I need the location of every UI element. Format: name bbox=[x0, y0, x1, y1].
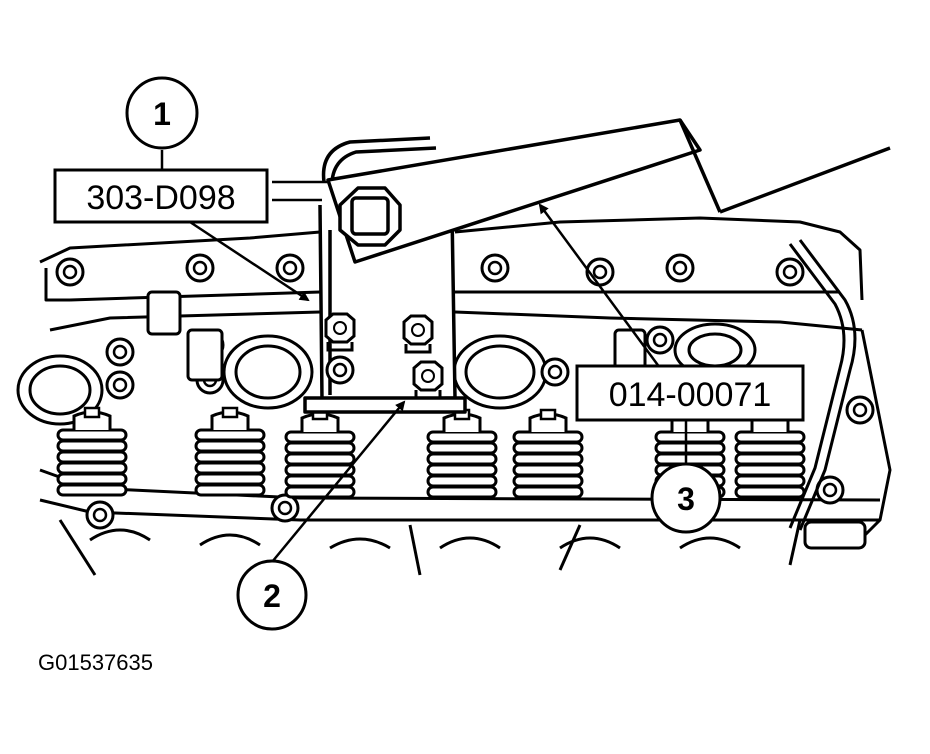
tool-label-303-D098: 303-D098 bbox=[53, 168, 269, 224]
tool-label-303-D098-text: 303-D098 bbox=[86, 179, 235, 217]
tool-label-014-00071-text: 014-00071 bbox=[609, 376, 772, 414]
tool-014-00071-bar bbox=[326, 118, 891, 264]
callout-2-number: 2 bbox=[263, 578, 281, 614]
leader-lines bbox=[160, 150, 688, 563]
tool-label-014-00071: 014-00071 bbox=[575, 364, 805, 422]
callout-1: 1 bbox=[125, 76, 199, 150]
callout-1-number: 1 bbox=[153, 96, 171, 132]
callout-2: 2 bbox=[236, 559, 308, 631]
rocker-pedestals bbox=[146, 290, 647, 382]
oil-line bbox=[788, 239, 867, 550]
valve-ports bbox=[16, 322, 757, 426]
figure-id: G01537635 bbox=[38, 650, 153, 675]
callout-3-number: 3 bbox=[677, 481, 695, 517]
cylinder-head bbox=[39, 216, 892, 576]
callout-3: 3 bbox=[650, 462, 722, 534]
